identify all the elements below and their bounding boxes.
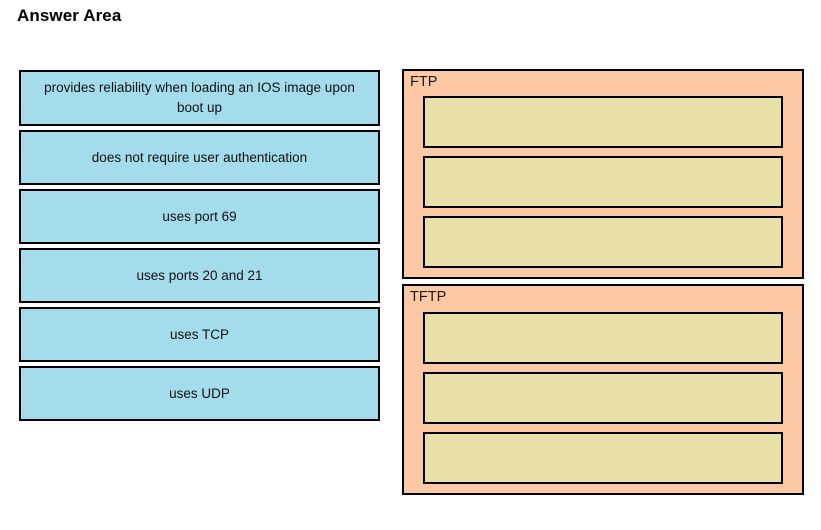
drop-zone[interactable] [423, 371, 783, 424]
target-panel-ftp: FTP [402, 69, 804, 280]
option-tile[interactable]: uses TCP [19, 307, 380, 362]
panel-label: TFTP [410, 289, 447, 306]
drop-zone[interactable] [423, 96, 783, 149]
option-tile[interactable]: does not require user authentication [19, 130, 380, 185]
page-title: Answer Area [17, 6, 122, 25]
drop-zone[interactable] [423, 216, 783, 269]
target-panel-tftp: TFTP [402, 284, 804, 495]
drop-zone[interactable] [423, 156, 783, 209]
option-tile-label: uses TCP [169, 326, 230, 342]
option-tile-label: uses ports 20 and 21 [136, 267, 263, 283]
targets-column: FTP TFTP [402, 69, 804, 500]
option-tile-label: uses port 69 [162, 208, 237, 224]
option-tile[interactable]: uses port 69 [19, 189, 380, 244]
option-tile[interactable]: uses ports 20 and 21 [19, 248, 380, 303]
option-tile-label: does not require user authentication [91, 149, 308, 165]
panel-label: FTP [410, 74, 438, 90]
option-tile[interactable]: provides reliability when loading an IOS… [19, 70, 380, 126]
drop-zone[interactable] [423, 431, 783, 484]
drop-zone[interactable] [423, 311, 783, 364]
options-column: provides reliability when loading an IOS… [19, 70, 380, 425]
option-tile-label: provides reliability when loading an IOS… [44, 80, 355, 115]
option-tile-label: uses UDP [169, 385, 230, 401]
option-tile[interactable]: uses UDP [19, 366, 380, 421]
